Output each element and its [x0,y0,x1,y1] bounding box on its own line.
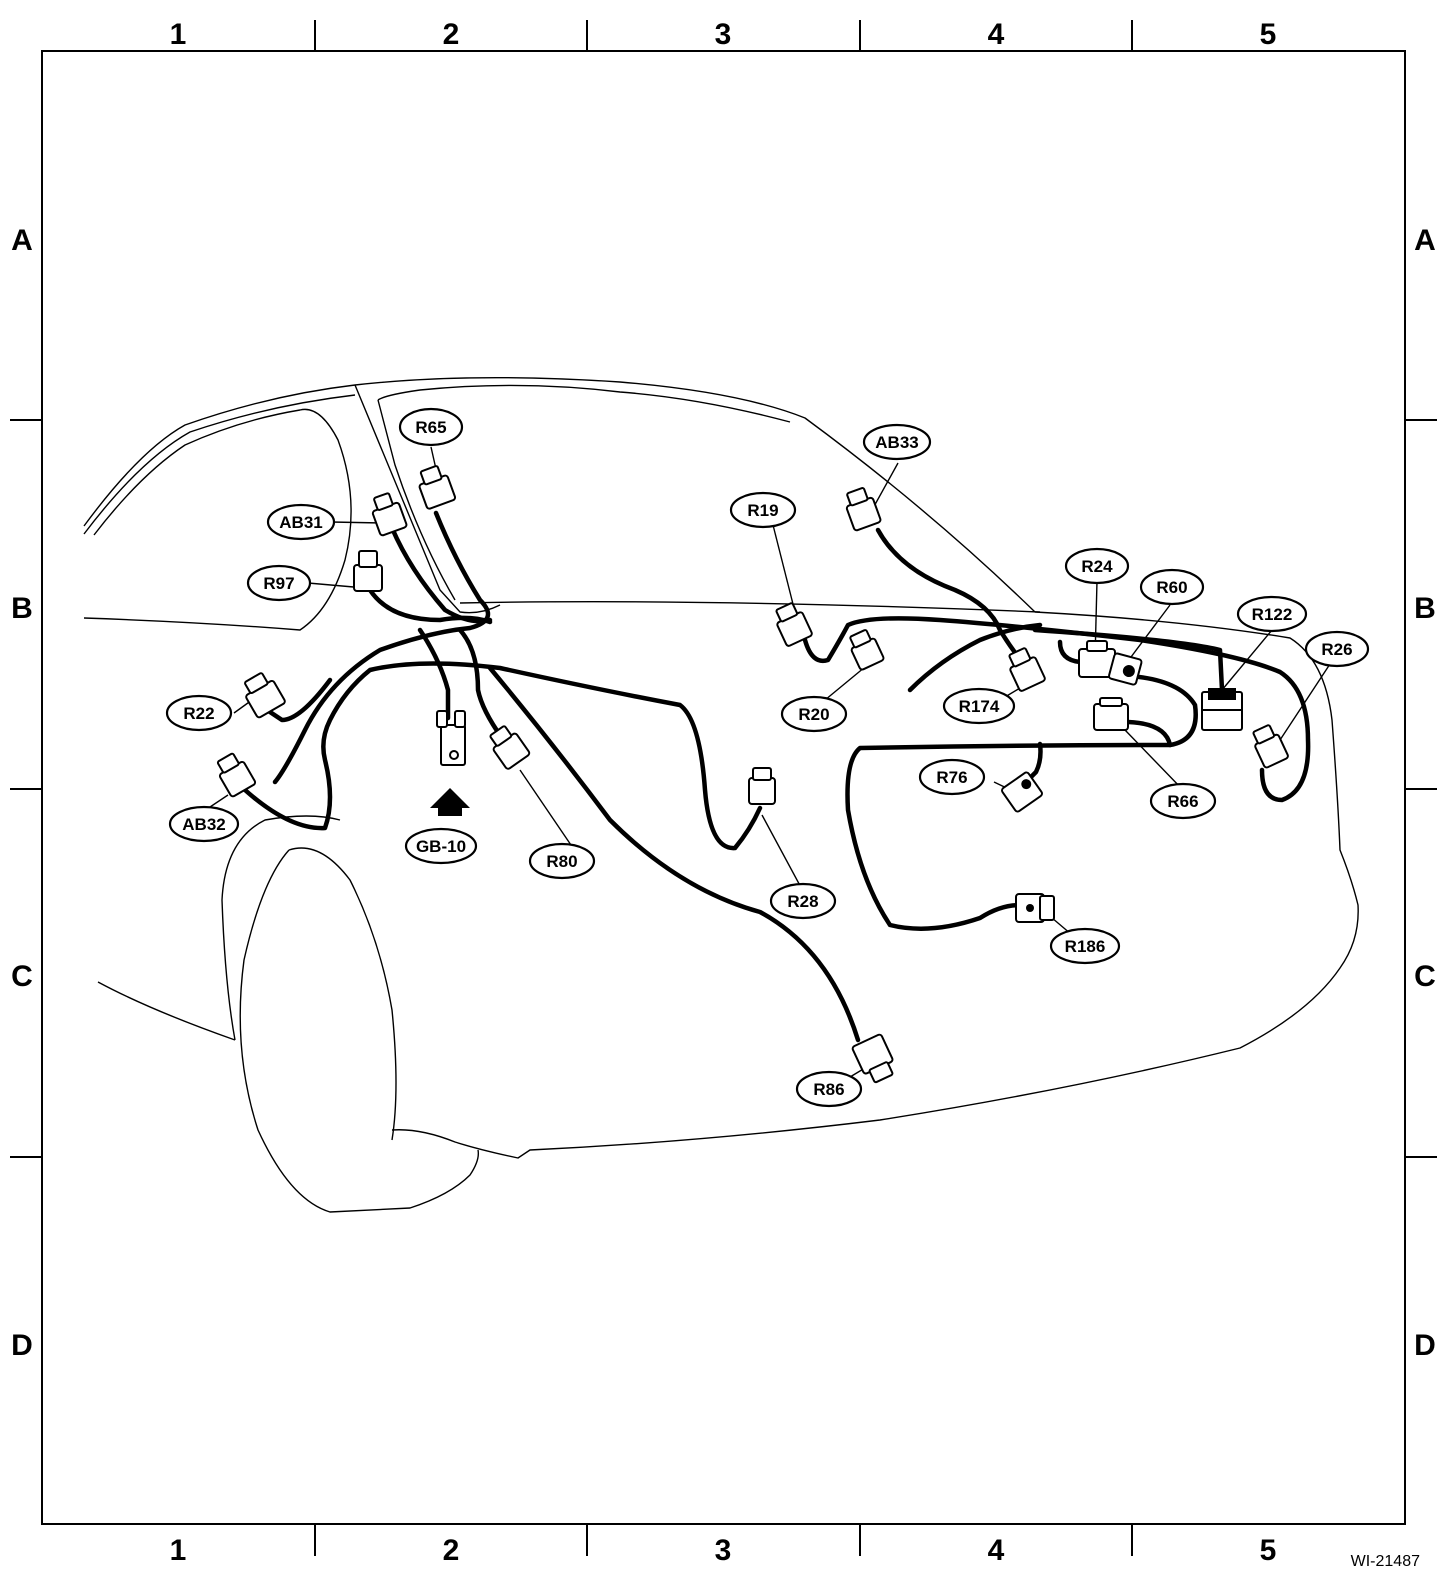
connector-label-ab32-text: AB32 [182,815,225,834]
row-label-d-left: D [11,1329,33,1362]
connector-label-ab31: AB31 [266,503,336,541]
column-label-4-top: 4 [988,18,1005,51]
connector-label-r24: R24 [1064,547,1130,585]
column-label-2-bottom: 2 [443,1534,460,1567]
connector-label-r28: R28 [769,882,837,920]
connector-icon [418,465,457,510]
connector-label-ab31-text: AB31 [279,513,322,532]
connector-symbols [216,465,1289,1084]
connector-label-r24-text: R24 [1081,557,1113,576]
column-label-3-top: 3 [715,18,732,51]
connector-label-r19-text: R19 [747,501,778,520]
row-label-c-left: C [11,960,33,993]
connector-label-r20: R20 [780,695,848,733]
connector-icon [1252,724,1289,769]
column-label-5-top: 5 [1260,18,1277,51]
connector-icon [1201,688,1243,731]
row-label-a-left: A [11,224,33,257]
connector-label-r76-text: R76 [936,768,967,787]
connector-icon [845,487,882,532]
column-label-2-top: 2 [443,18,460,51]
connector-label-r97: R97 [246,564,312,602]
leader-lines [209,446,1331,1081]
connector-icon [1015,893,1055,923]
connector-icon [1008,647,1046,692]
diagram-frame [41,50,1406,1525]
connector-icon [216,752,257,798]
connector-label-r122-text: R122 [1252,605,1293,624]
connector-label-r186: R186 [1049,927,1121,965]
column-label-3-bottom: 3 [715,1534,732,1567]
connector-label-r65-text: R65 [415,418,446,437]
column-label-4-bottom: 4 [988,1534,1005,1567]
figure-id: WI-21487 [1350,1553,1420,1570]
connector-label-r76: R76 [918,758,986,796]
connector-label-r60: R60 [1139,568,1205,606]
connector-label-r122: R122 [1236,595,1308,633]
connector-label-gb10-text: GB-10 [416,837,466,856]
connector-icon [1078,640,1116,678]
connector-label-r28-text: R28 [787,892,818,911]
connector-icon [1093,697,1129,731]
connector-label-r86-text: R86 [813,1080,844,1099]
connector-label-r80-text: R80 [546,852,577,871]
connector-label-r26: R26 [1304,630,1370,668]
connector-icon [353,550,383,592]
connector-label-r66-text: R66 [1167,792,1198,811]
row-label-c-right: C [1414,960,1436,993]
connector-label-r22: R22 [165,694,233,732]
connector-label-ab33: AB33 [862,423,932,461]
connector-label-r19: R19 [729,491,797,529]
column-label-1-bottom: 1 [170,1534,187,1567]
connector-label-r26-text: R26 [1321,640,1352,659]
connector-label-r97-text: R97 [263,574,294,593]
row-label-a-right: A [1414,224,1436,257]
connector-icon [244,672,286,719]
connector-label-r22-text: R22 [183,704,214,723]
connector-label-r86: R86 [795,1070,863,1108]
connector-icon [436,710,466,766]
callout-labels: R65 AB31 R97 R22 AB32 GB-10 R80 R19 [165,407,1370,1108]
connector-icon [489,725,531,770]
connector-icon [851,1033,894,1084]
connector-label-r80: R80 [528,842,596,880]
connector-icon [1108,652,1143,686]
connector-icon [775,602,813,647]
connector-label-r20-text: R20 [798,705,829,724]
connector-label-gb10: GB-10 [404,827,478,865]
column-label-5-bottom: 5 [1260,1534,1277,1567]
grid-ticks [10,20,1437,1556]
connector-label-r66: R66 [1149,782,1217,820]
connector-label-r65: R65 [398,407,464,447]
row-label-b-right: B [1414,592,1436,625]
connector-icon [1001,771,1043,813]
connector-label-r60-text: R60 [1156,578,1187,597]
connector-icon [371,492,408,537]
connector-label-r186-text: R186 [1065,937,1106,956]
connector-label-ab33-text: AB33 [875,433,918,452]
ground-arrow-icon [430,788,470,816]
connector-label-r174-text: R174 [959,697,1000,716]
connector-icon [748,767,776,805]
row-label-b-left: B [11,592,33,625]
wiring-harness [242,510,1311,1043]
column-label-1-top: 1 [170,18,187,51]
connector-label-r174: R174 [942,687,1016,725]
connector-icon [849,629,885,671]
vehicle-body-outline [83,376,1359,1213]
connector-label-ab32: AB32 [168,805,240,843]
row-label-d-right: D [1414,1329,1436,1362]
